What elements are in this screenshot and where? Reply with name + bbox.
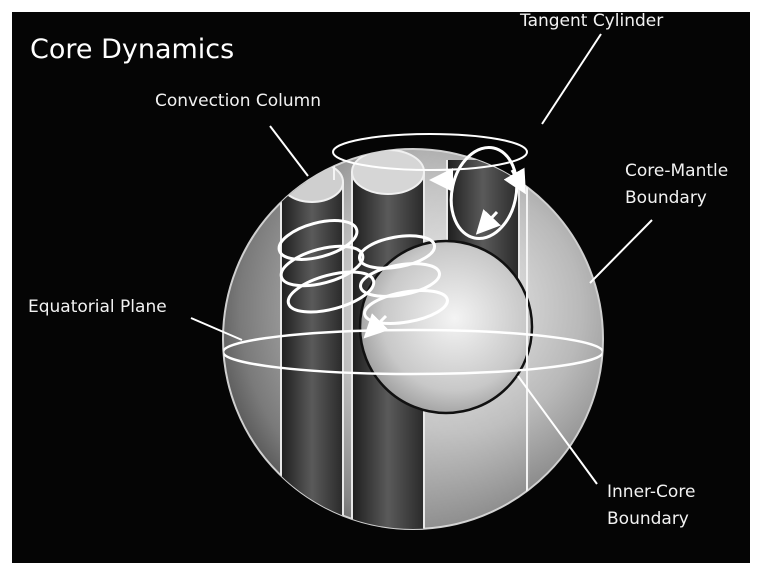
label-convection-column: Convection Column	[155, 91, 321, 111]
label-core-mantle-boundary-line1: Core-Mantle	[625, 161, 728, 181]
label-inner-core-boundary-line2: Boundary	[607, 509, 689, 529]
slide-title: Core Dynamics	[30, 34, 234, 65]
label-equatorial-plane: Equatorial Plane	[28, 297, 167, 317]
label-core-mantle-boundary-line2: Boundary	[625, 188, 707, 208]
label-tangent-cylinder: Tangent Cylinder	[519, 11, 663, 31]
label-inner-core-boundary-line1: Inner-Core	[607, 482, 695, 502]
